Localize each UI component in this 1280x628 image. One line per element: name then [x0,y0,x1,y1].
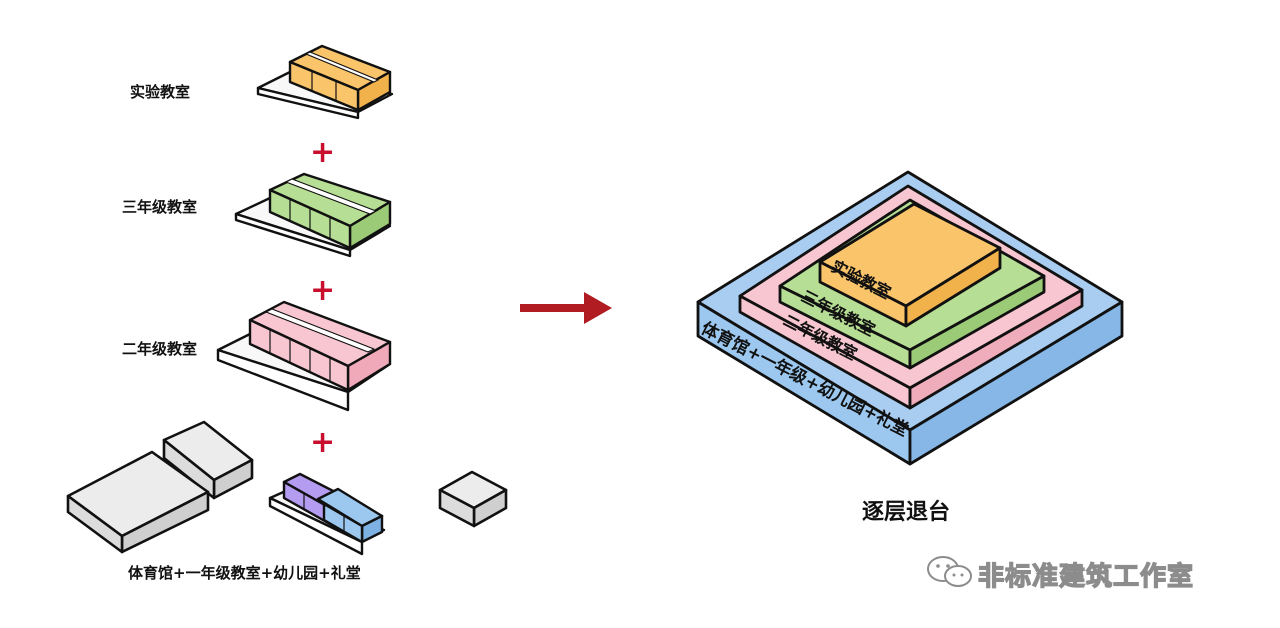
watermark-text: 非标准建筑工作室 [977,561,1195,592]
grade1-kindergarten-block [268,472,386,556]
plus-sign: + [310,273,336,308]
label-grade3-classroom: 三年级教室 [122,198,198,216]
plus-sign: + [310,135,336,170]
auditorium-block [438,470,508,528]
grade3-classroom-block [234,172,392,258]
diagram-title: 逐层退台 [862,500,951,525]
stepped-pyramid [696,170,1124,466]
lab-classroom-block [256,44,394,120]
grade2-classroom-block [216,300,392,412]
plus-sign: + [310,425,336,460]
label-lab-classroom: 实验教室 [130,83,191,101]
label-base-buildings: 体育馆+一年级教室+幼儿园+礼堂 [128,564,361,582]
label-grade2-classroom: 二年级教室 [122,340,198,358]
gymnasium-block [66,420,254,554]
wechat-icon [927,556,972,587]
arrow-icon [520,292,612,324]
